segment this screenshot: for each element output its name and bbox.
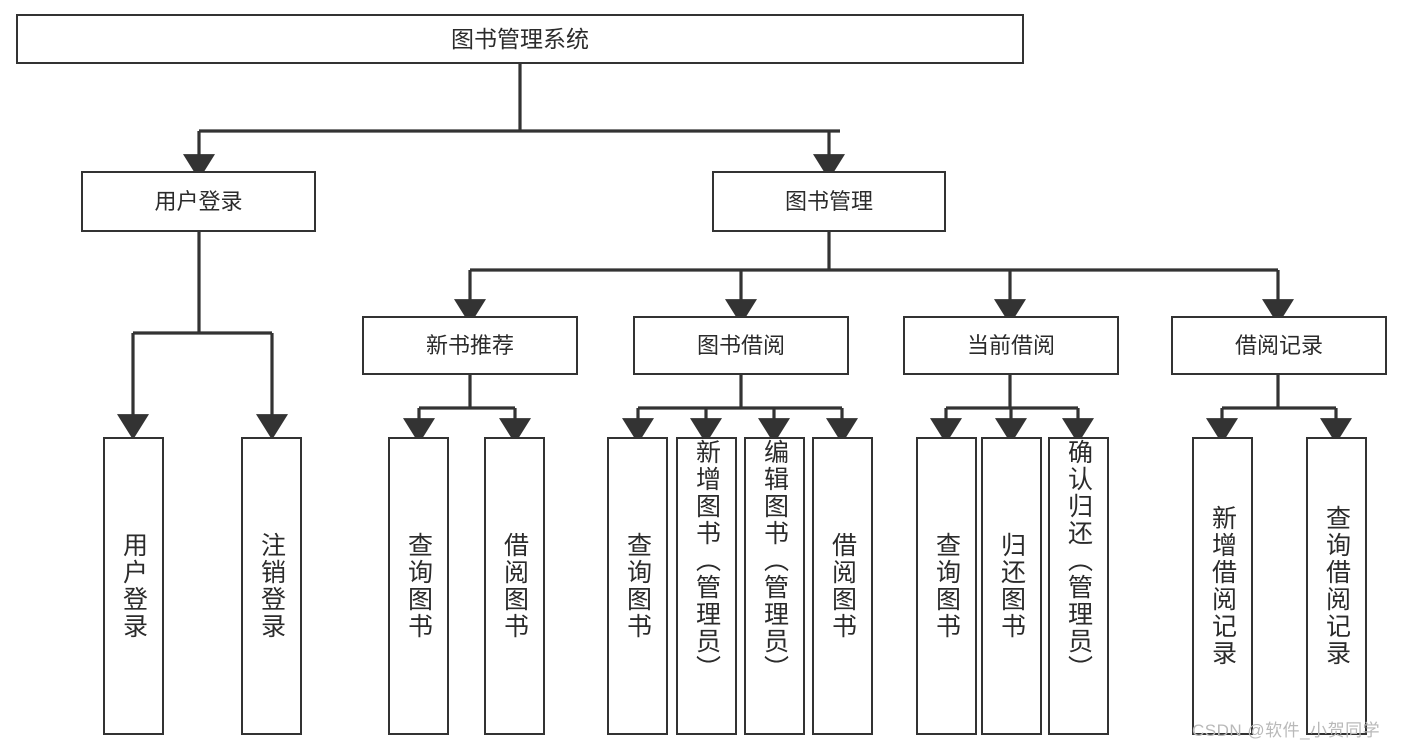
node-leaf-add-book-admin[interactable]: 新增图书（管理员） xyxy=(676,437,737,735)
node-leaf-add-book-admin-label: 新增图书（管理员） xyxy=(692,439,721,682)
node-leaf-logout-login[interactable]: 注销登录 xyxy=(241,437,302,735)
node-current-borrow-label: 当前借阅 xyxy=(966,332,1055,358)
node-leaf-edit-book-admin-label: 编辑图书（管理员） xyxy=(760,439,789,682)
node-root[interactable]: 图书管理系统 xyxy=(16,14,1024,64)
node-book-borrow-label: 图书借阅 xyxy=(696,332,785,358)
node-user-login-label: 用户登录 xyxy=(154,188,243,214)
node-book-manage-label: 图书管理 xyxy=(784,188,873,214)
node-leaf-borrow-book-2-label: 借阅图书 xyxy=(828,532,857,640)
node-leaf-confirm-return-admin[interactable]: 确认归还（管理员） xyxy=(1048,437,1109,735)
node-current-borrow[interactable]: 当前借阅 xyxy=(903,316,1119,375)
node-root-label: 图书管理系统 xyxy=(451,25,589,52)
node-leaf-confirm-return-admin-label: 确认归还（管理员） xyxy=(1064,439,1093,682)
node-leaf-edit-book-admin[interactable]: 编辑图书（管理员） xyxy=(744,437,805,735)
node-new-book-recommend-label: 新书推荐 xyxy=(425,332,514,358)
node-leaf-borrow-book-2[interactable]: 借阅图书 xyxy=(812,437,873,735)
node-leaf-return-book-label: 归还图书 xyxy=(997,532,1026,640)
node-leaf-query-book-1[interactable]: 查询图书 xyxy=(388,437,449,735)
node-leaf-borrow-book-1-label: 借阅图书 xyxy=(500,532,529,640)
node-borrow-record[interactable]: 借阅记录 xyxy=(1171,316,1387,375)
node-leaf-query-borrow-record-label: 查询借阅记录 xyxy=(1322,505,1351,667)
node-leaf-query-book-2-label: 查询图书 xyxy=(623,532,652,640)
node-user-login[interactable]: 用户登录 xyxy=(81,171,316,232)
node-leaf-add-borrow-record[interactable]: 新增借阅记录 xyxy=(1192,437,1253,735)
node-leaf-user-login[interactable]: 用户登录 xyxy=(103,437,164,735)
node-leaf-query-book-1-label: 查询图书 xyxy=(404,532,433,640)
node-book-manage[interactable]: 图书管理 xyxy=(712,171,946,232)
node-leaf-add-borrow-record-label: 新增借阅记录 xyxy=(1208,505,1237,667)
node-book-borrow[interactable]: 图书借阅 xyxy=(633,316,849,375)
node-leaf-query-borrow-record[interactable]: 查询借阅记录 xyxy=(1306,437,1367,735)
node-leaf-query-book-2[interactable]: 查询图书 xyxy=(607,437,668,735)
node-leaf-borrow-book-1[interactable]: 借阅图书 xyxy=(484,437,545,735)
node-borrow-record-label: 借阅记录 xyxy=(1234,332,1323,358)
watermark: CSDN @软件_小贺同学 xyxy=(1192,721,1381,740)
node-leaf-user-login-label: 用户登录 xyxy=(119,532,148,640)
node-leaf-return-book[interactable]: 归还图书 xyxy=(981,437,1042,735)
node-leaf-query-book-3[interactable]: 查询图书 xyxy=(916,437,977,735)
node-leaf-logout-login-label: 注销登录 xyxy=(257,532,286,640)
node-leaf-query-book-3-label: 查询图书 xyxy=(932,532,961,640)
node-new-book-recommend[interactable]: 新书推荐 xyxy=(362,316,578,375)
